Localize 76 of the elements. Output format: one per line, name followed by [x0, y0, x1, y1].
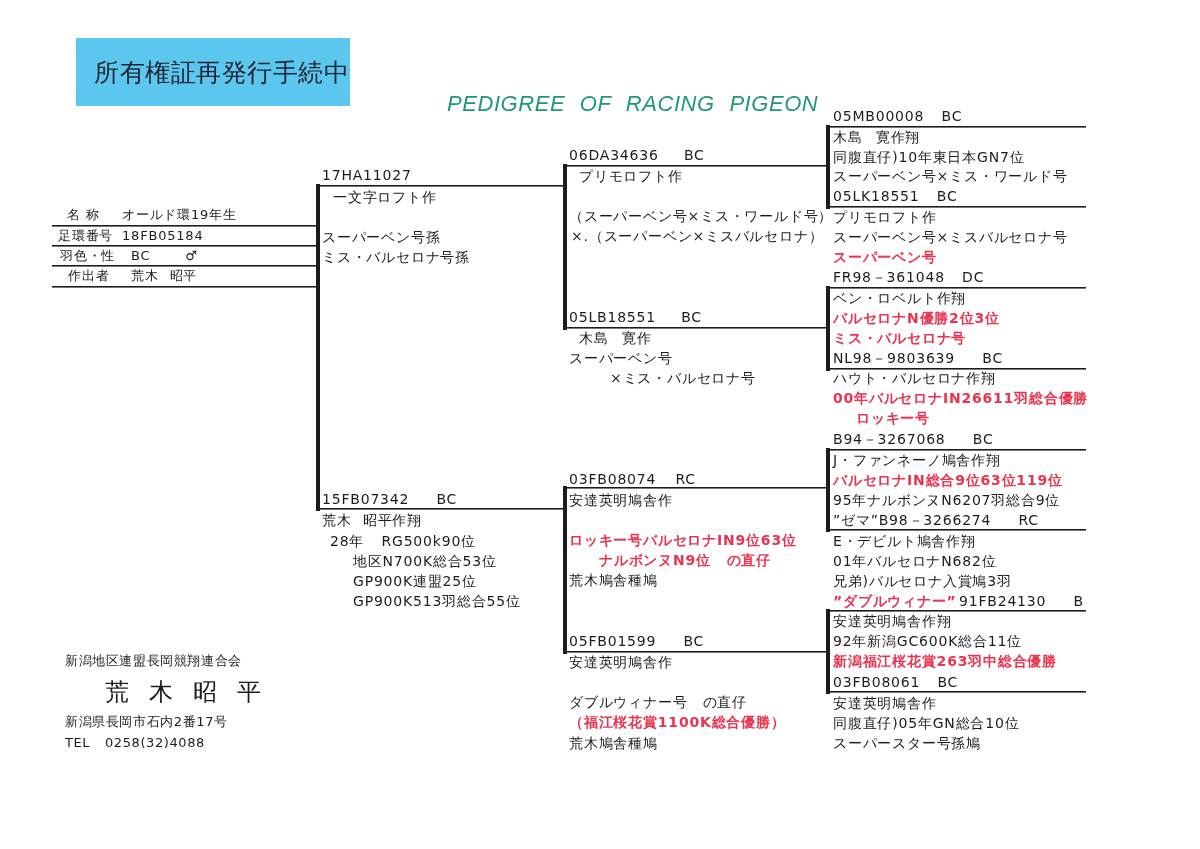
pedigree-note: 荒木鳩舎種鳩 [569, 571, 658, 589]
pedigree-note: ハウト・バルセロナ作翔 [833, 369, 996, 387]
address-text: 新潟県長岡市石内2番17号 [65, 713, 228, 731]
ring-number: 17HA11027 [322, 166, 412, 184]
page-title: PEDIGREE OF RACING PIGEON [447, 91, 819, 117]
pedigree-note: プリモロフト作 [579, 167, 683, 185]
pedigree-note: 安達英明鳩舎作 [833, 694, 937, 712]
ring-number: B94－3267068 BC [833, 430, 994, 448]
field-value: オールド環19年生 [122, 206, 237, 224]
pigeon-name: ロッキー号 [856, 409, 930, 427]
ring-number: 03FB08061 BC [833, 673, 959, 691]
field-label: 作出者 [68, 267, 110, 285]
field-label: 足環番号 [58, 227, 114, 245]
field-value: 18FB05184 [122, 227, 204, 245]
pedigree-note: 安達英明鳩舎作 [569, 653, 673, 671]
pedigree-note: 安達英明鳩舎作翔 [833, 612, 952, 630]
handwritten-text: 所有権証再発行手続中 [94, 58, 349, 88]
pedigree-note: 28年 RG500k90位 [330, 532, 476, 550]
pedigree-note: スーパーベン号×ミス・ワールド号 [833, 167, 1068, 185]
pedigree-note: J・ファンネーノ鳩舎作翔 [833, 451, 1001, 469]
race-record: ナルボンヌN9位 の直仔 [599, 551, 771, 569]
field-value: 荒木 昭平 [131, 267, 198, 285]
race-record: バルセロナIN総合9位63位119位 [833, 471, 1063, 489]
pedigree-note: 同腹直仔)10年東日本GN7位 [833, 148, 1025, 166]
ring-number: 05MB00008 BC [833, 107, 963, 125]
ring-number: 03FB08074 RC [569, 470, 696, 488]
race-record: 新潟福江桜花賞263羽中総合優勝 [833, 652, 1058, 670]
breeder-name: 荒木昭平 [105, 677, 281, 707]
pedigree-note: 木島 寛作 [579, 329, 652, 347]
pedigree-note: 同腹直仔)05年GN総合10位 [833, 714, 1020, 732]
ring-number: 91FB24130 B [959, 592, 1084, 610]
ring-number: 05LB18551 BC [569, 308, 702, 326]
ring-number: ”ゼマ”B98－3266274 RC [833, 511, 1039, 529]
ring-number: 06DA34636 BC [569, 146, 705, 164]
race-record: バルセロナN優勝2位3位 [833, 309, 1000, 327]
phone-number: TEL 0258(32)4088 [65, 734, 205, 752]
pedigree-note: スーパーベン号孫 [322, 228, 441, 246]
sticky-note [76, 38, 350, 106]
organization-name: 新潟地区連盟長岡競翔連合会 [65, 652, 242, 670]
pedigree-note: スーパーベン号 [569, 349, 673, 367]
pedigree-note: 木島 寛作翔 [833, 128, 921, 146]
ring-number: 15FB07342 BC [322, 490, 458, 508]
race-record: （福江桜花賞1100K総合優勝） [569, 713, 786, 731]
pedigree-note: GP900K連盟25位 [353, 572, 477, 590]
pedigree-note: ×ミス・バルセロナ号 [610, 369, 756, 387]
ring-number: NL98－9803639 BC [833, 349, 1004, 367]
field-value: BC ♂ [131, 247, 198, 265]
pedigree-note: ミス・バルセロナ号孫 [322, 248, 470, 266]
ring-number: 05LK18551 BC [833, 187, 958, 205]
pedigree-note: スーパースター号孫鳩 [833, 734, 981, 752]
pedigree-note: 荒木 昭平作翔 [322, 511, 423, 529]
pedigree-note: GP900K513羽総合55位 [353, 592, 521, 610]
pedigree-note: 95年ナルボンヌN6207羽総合9位 [833, 491, 1061, 509]
pigeon-name: ”ダブルウィナー” [833, 592, 957, 610]
field-label: 羽色・性 [60, 247, 116, 265]
pedigree-note: 92年新潟GC600K総合11位 [833, 632, 1022, 650]
pedigree-note: 兄弟)バルセロナ入賞鳩3羽 [833, 572, 1012, 590]
pedigree-note: （スーパーベン号×ミス・ワールド号） [569, 207, 834, 225]
pedigree-note: スーパーベン号×ミスバルセロナ号 [833, 228, 1068, 246]
pedigree-note: ベン・ロベルト作翔 [833, 289, 967, 307]
ring-number: 05FB01599 BC [569, 632, 705, 650]
pedigree-note: ダブルウィナー号 の直仔 [569, 693, 748, 711]
pedigree-note: 安達英明鳩舎作 [569, 491, 673, 509]
pigeon-name: スーパーベン号 [833, 248, 937, 266]
pedigree-note: E・デビルト鳩舎作翔 [833, 532, 976, 550]
pedigree-note: プリモロフト作 [833, 208, 937, 226]
pedigree-note: 荒木鳩舎種鳩 [569, 734, 658, 752]
ring-number: FR98－361048 DC [833, 268, 985, 286]
race-record: 00年バルセロナIN26611羽総合優勝 [833, 389, 1089, 407]
race-record: ロッキー号バルセロナIN9位63位 [569, 531, 797, 549]
pigeon-name: ミス・バルセロナ号 [833, 329, 967, 347]
pedigree-note: 地区N700K総合53位 [353, 552, 497, 570]
pedigree-note: 一文字ロフト作 [333, 188, 437, 206]
pedigree-note: ×.（スーパーベン×ミスバルセロナ） [571, 227, 824, 245]
field-label: 名 称 [67, 206, 100, 224]
pedigree-note: 01年バルセロナN682位 [833, 552, 997, 570]
